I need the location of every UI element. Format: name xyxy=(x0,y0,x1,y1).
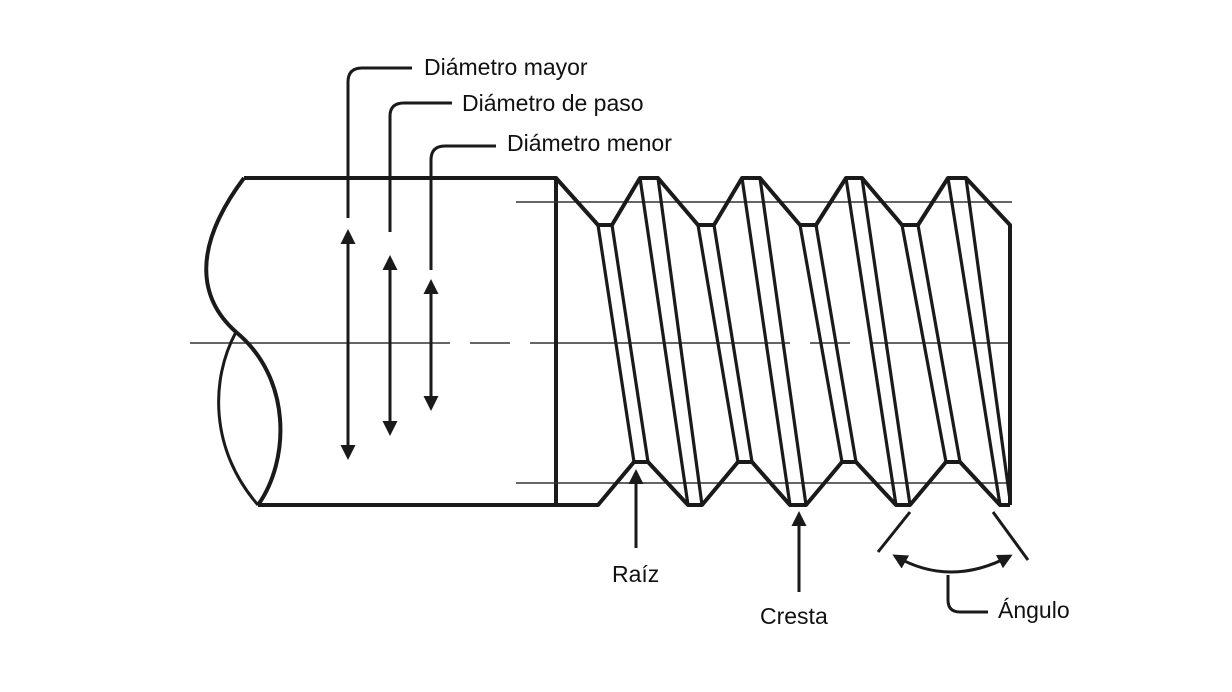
shaft-body xyxy=(204,176,558,507)
minor-diameter-leader xyxy=(429,144,496,270)
angle-flank-left xyxy=(876,511,912,553)
break-line xyxy=(204,176,283,507)
label-crest: Cresta xyxy=(760,603,828,629)
angle-arc xyxy=(892,554,1013,574)
label-root: Raíz xyxy=(612,561,659,587)
angle-indicator xyxy=(876,511,1030,614)
diameter-leaders xyxy=(346,66,496,270)
label-angle: Ángulo xyxy=(998,597,1070,623)
major-diameter-leader xyxy=(346,66,412,218)
angle-leader xyxy=(946,575,988,614)
threaded-section xyxy=(554,176,1012,507)
diameter-arrows xyxy=(340,229,439,460)
label-pitch-diameter: Diámetro de paso xyxy=(462,90,644,116)
pitch-diameter-leader xyxy=(388,101,452,232)
angle-flank-right xyxy=(991,511,1030,561)
label-minor-diameter: Diámetro menor xyxy=(507,130,672,156)
label-major-diameter: Diámetro mayor xyxy=(424,54,588,80)
thread-profile-bottom xyxy=(556,460,1010,507)
